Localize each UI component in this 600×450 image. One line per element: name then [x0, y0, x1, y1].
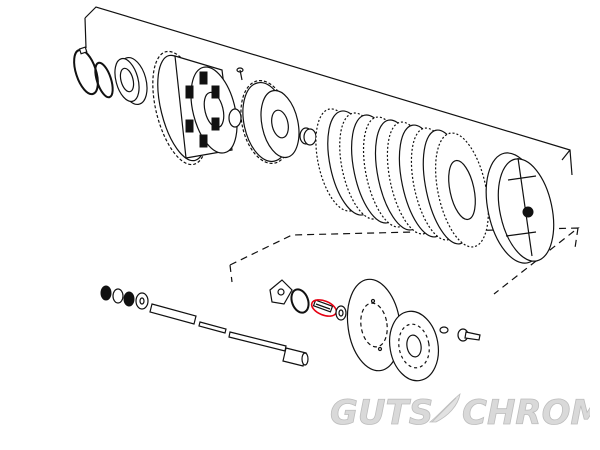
release-ramp-ball-plate — [388, 310, 440, 382]
pushrod-end — [282, 347, 309, 367]
retaining-ring — [290, 288, 310, 314]
bearing — [114, 56, 148, 106]
pushrod-seal — [135, 292, 149, 310]
clutch-plate-stack — [315, 108, 489, 248]
clutch-basket-sprocket — [152, 50, 238, 166]
pushrod-adjuster-nut — [100, 285, 112, 301]
throwout-bearing — [269, 279, 293, 305]
pressure-plate — [485, 152, 555, 264]
bearing-washer — [335, 305, 347, 321]
assembly-bracket-upper — [84, 6, 573, 176]
circlip — [73, 46, 99, 96]
feather-icon — [428, 393, 461, 423]
pushrod-bearing — [310, 299, 338, 317]
pushrod-washers — [112, 288, 135, 307]
snap-ring — [94, 61, 114, 99]
lock-pin — [236, 67, 244, 81]
guts-chrome-watermark: GUTS CHROME — [330, 393, 590, 432]
pushrod — [149, 303, 287, 352]
clutch-hub — [228, 80, 300, 164]
adjusting-screw — [439, 326, 481, 342]
watermark-brand-right: CHROME — [462, 393, 590, 432]
hub-spacer — [299, 127, 317, 146]
watermark-brand-left: GUTS — [330, 393, 433, 432]
